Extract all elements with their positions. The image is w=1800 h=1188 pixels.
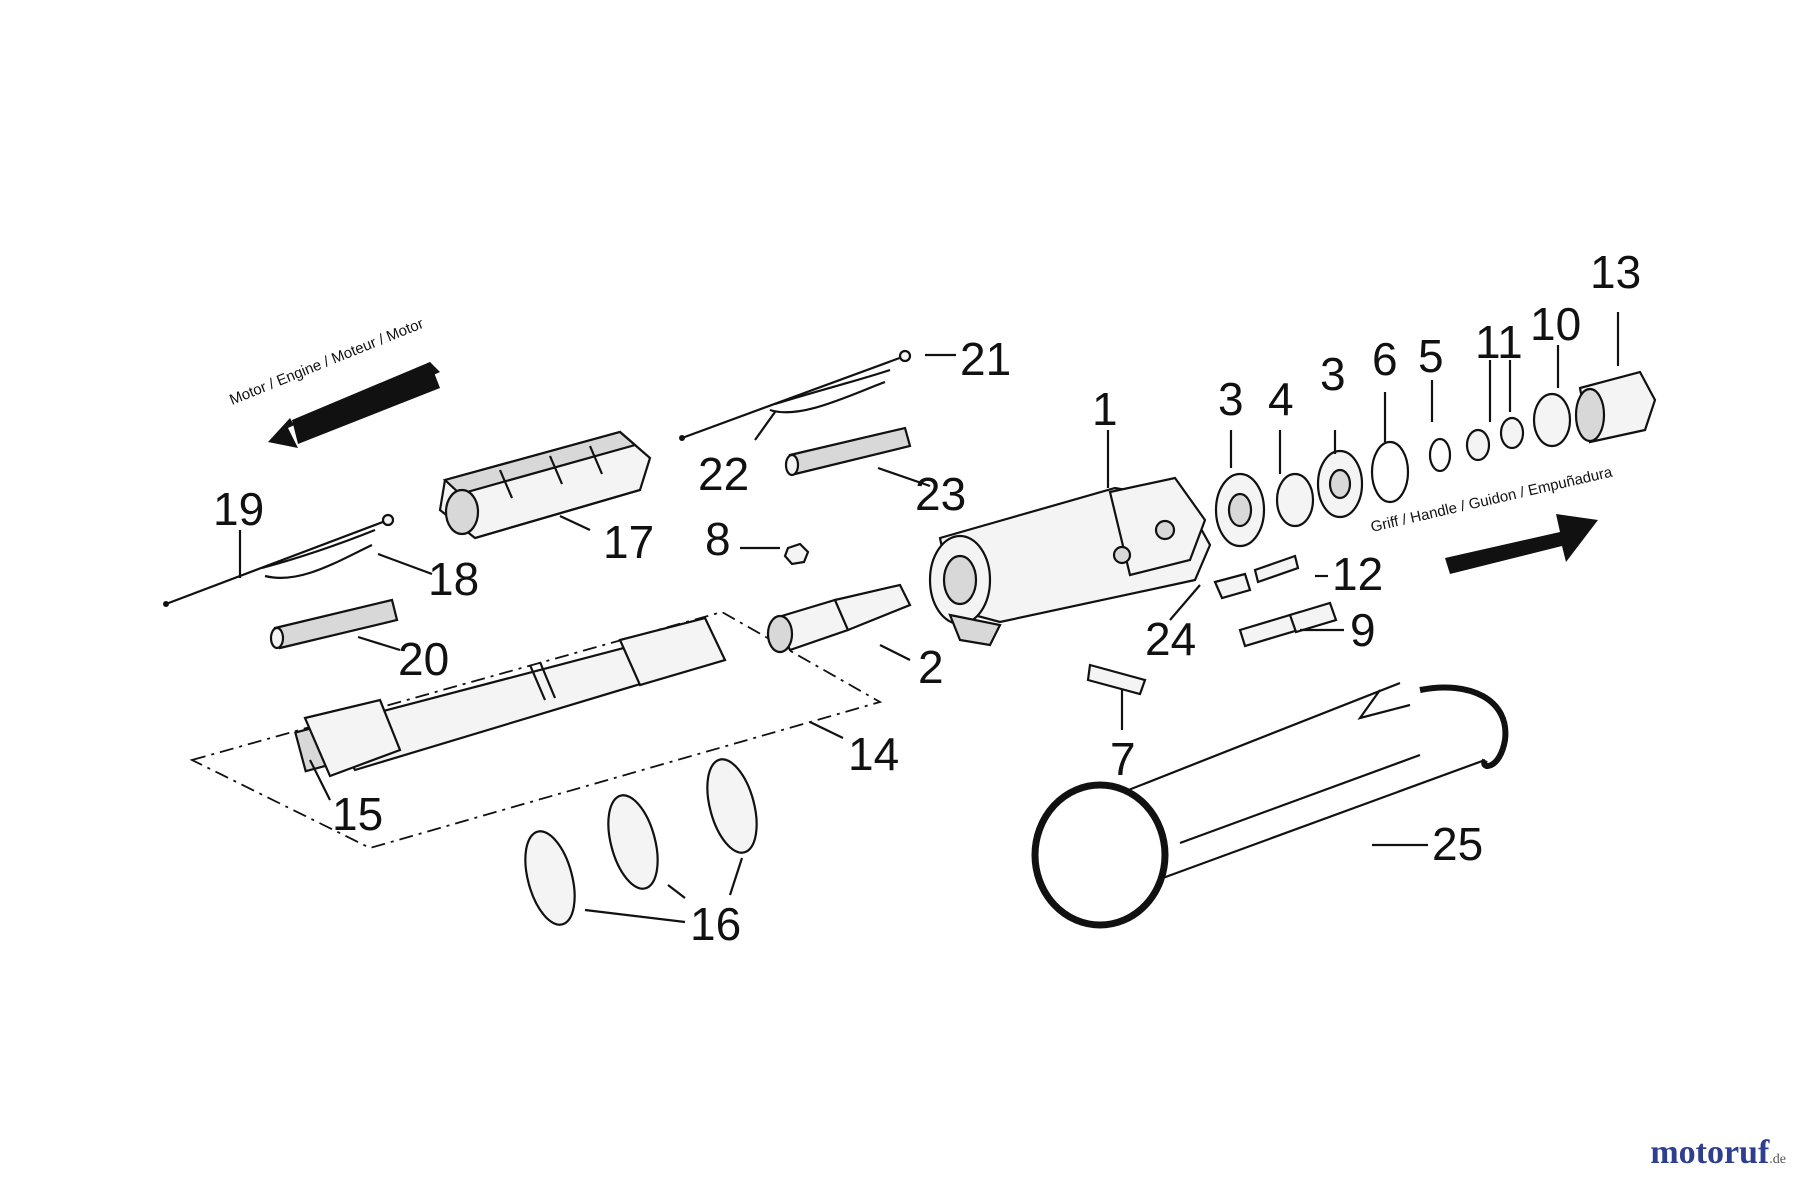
wire-harness-18 — [163, 513, 395, 607]
watermark-tld: .de — [1769, 1152, 1786, 1167]
label-part-6: 6 — [1372, 333, 1398, 385]
label-part-14: 14 — [848, 728, 899, 780]
label-part-13: 13 — [1590, 246, 1641, 298]
handle-arrow-icon — [1445, 514, 1598, 574]
label-part-22: 22 — [698, 448, 749, 500]
sheath-25 — [1031, 681, 1509, 929]
label-part-25: 25 — [1432, 818, 1483, 870]
housing-1 — [928, 476, 1212, 647]
label-part-24: 24 — [1145, 613, 1196, 665]
label-part-21: 21 — [960, 333, 1011, 385]
drive-shaft-14 — [189, 611, 883, 849]
spring-20 — [269, 598, 399, 650]
wire-harness-21 — [679, 349, 912, 441]
cover-17 — [438, 430, 652, 540]
spring-23 — [784, 426, 912, 477]
label-part-5: 5 — [1418, 330, 1444, 382]
nut-8 — [783, 542, 810, 566]
label-part-12: 12 — [1332, 548, 1383, 600]
watermark-logo: motoruf.de — [1650, 1134, 1786, 1172]
label-part-11: 11 — [1475, 316, 1523, 368]
handle-direction: Griff / Handle / Guidon / Empuñadura — [1369, 464, 1615, 574]
label-part-19: 19 — [213, 483, 264, 535]
clamps-16 — [524, 758, 758, 926]
label-part-18: 18 — [428, 553, 479, 605]
label-part-15: 15 — [332, 788, 383, 840]
motor-direction: Motor / Engine / Moteur / Motor — [227, 315, 440, 448]
bearing-stack — [1214, 370, 1657, 548]
label-part-17: 17 — [603, 516, 654, 568]
label-part-9: 9 — [1350, 604, 1376, 656]
label-part-2: 2 — [918, 641, 944, 693]
label-part-16: 16 — [690, 898, 741, 950]
leader-lines — [238, 312, 1620, 924]
label-part-8: 8 — [705, 513, 731, 565]
label-part-3a: 3 — [1218, 373, 1244, 425]
label-part-20: 20 — [398, 633, 449, 685]
coupling-2 — [766, 583, 912, 654]
watermark-brand: motoruf — [1650, 1134, 1770, 1171]
part-labels: 1 2 3 4 3 6 5 11 10 13 12 9 24 7 8 25 21… — [213, 246, 1641, 950]
label-part-23: 23 — [915, 468, 966, 520]
screws — [1086, 554, 1338, 696]
label-part-3b: 3 — [1320, 348, 1346, 400]
label-part-4: 4 — [1268, 373, 1294, 425]
label-part-10: 10 — [1530, 298, 1581, 350]
label-part-1: 1 — [1092, 383, 1118, 435]
label-part-7: 7 — [1110, 733, 1136, 785]
